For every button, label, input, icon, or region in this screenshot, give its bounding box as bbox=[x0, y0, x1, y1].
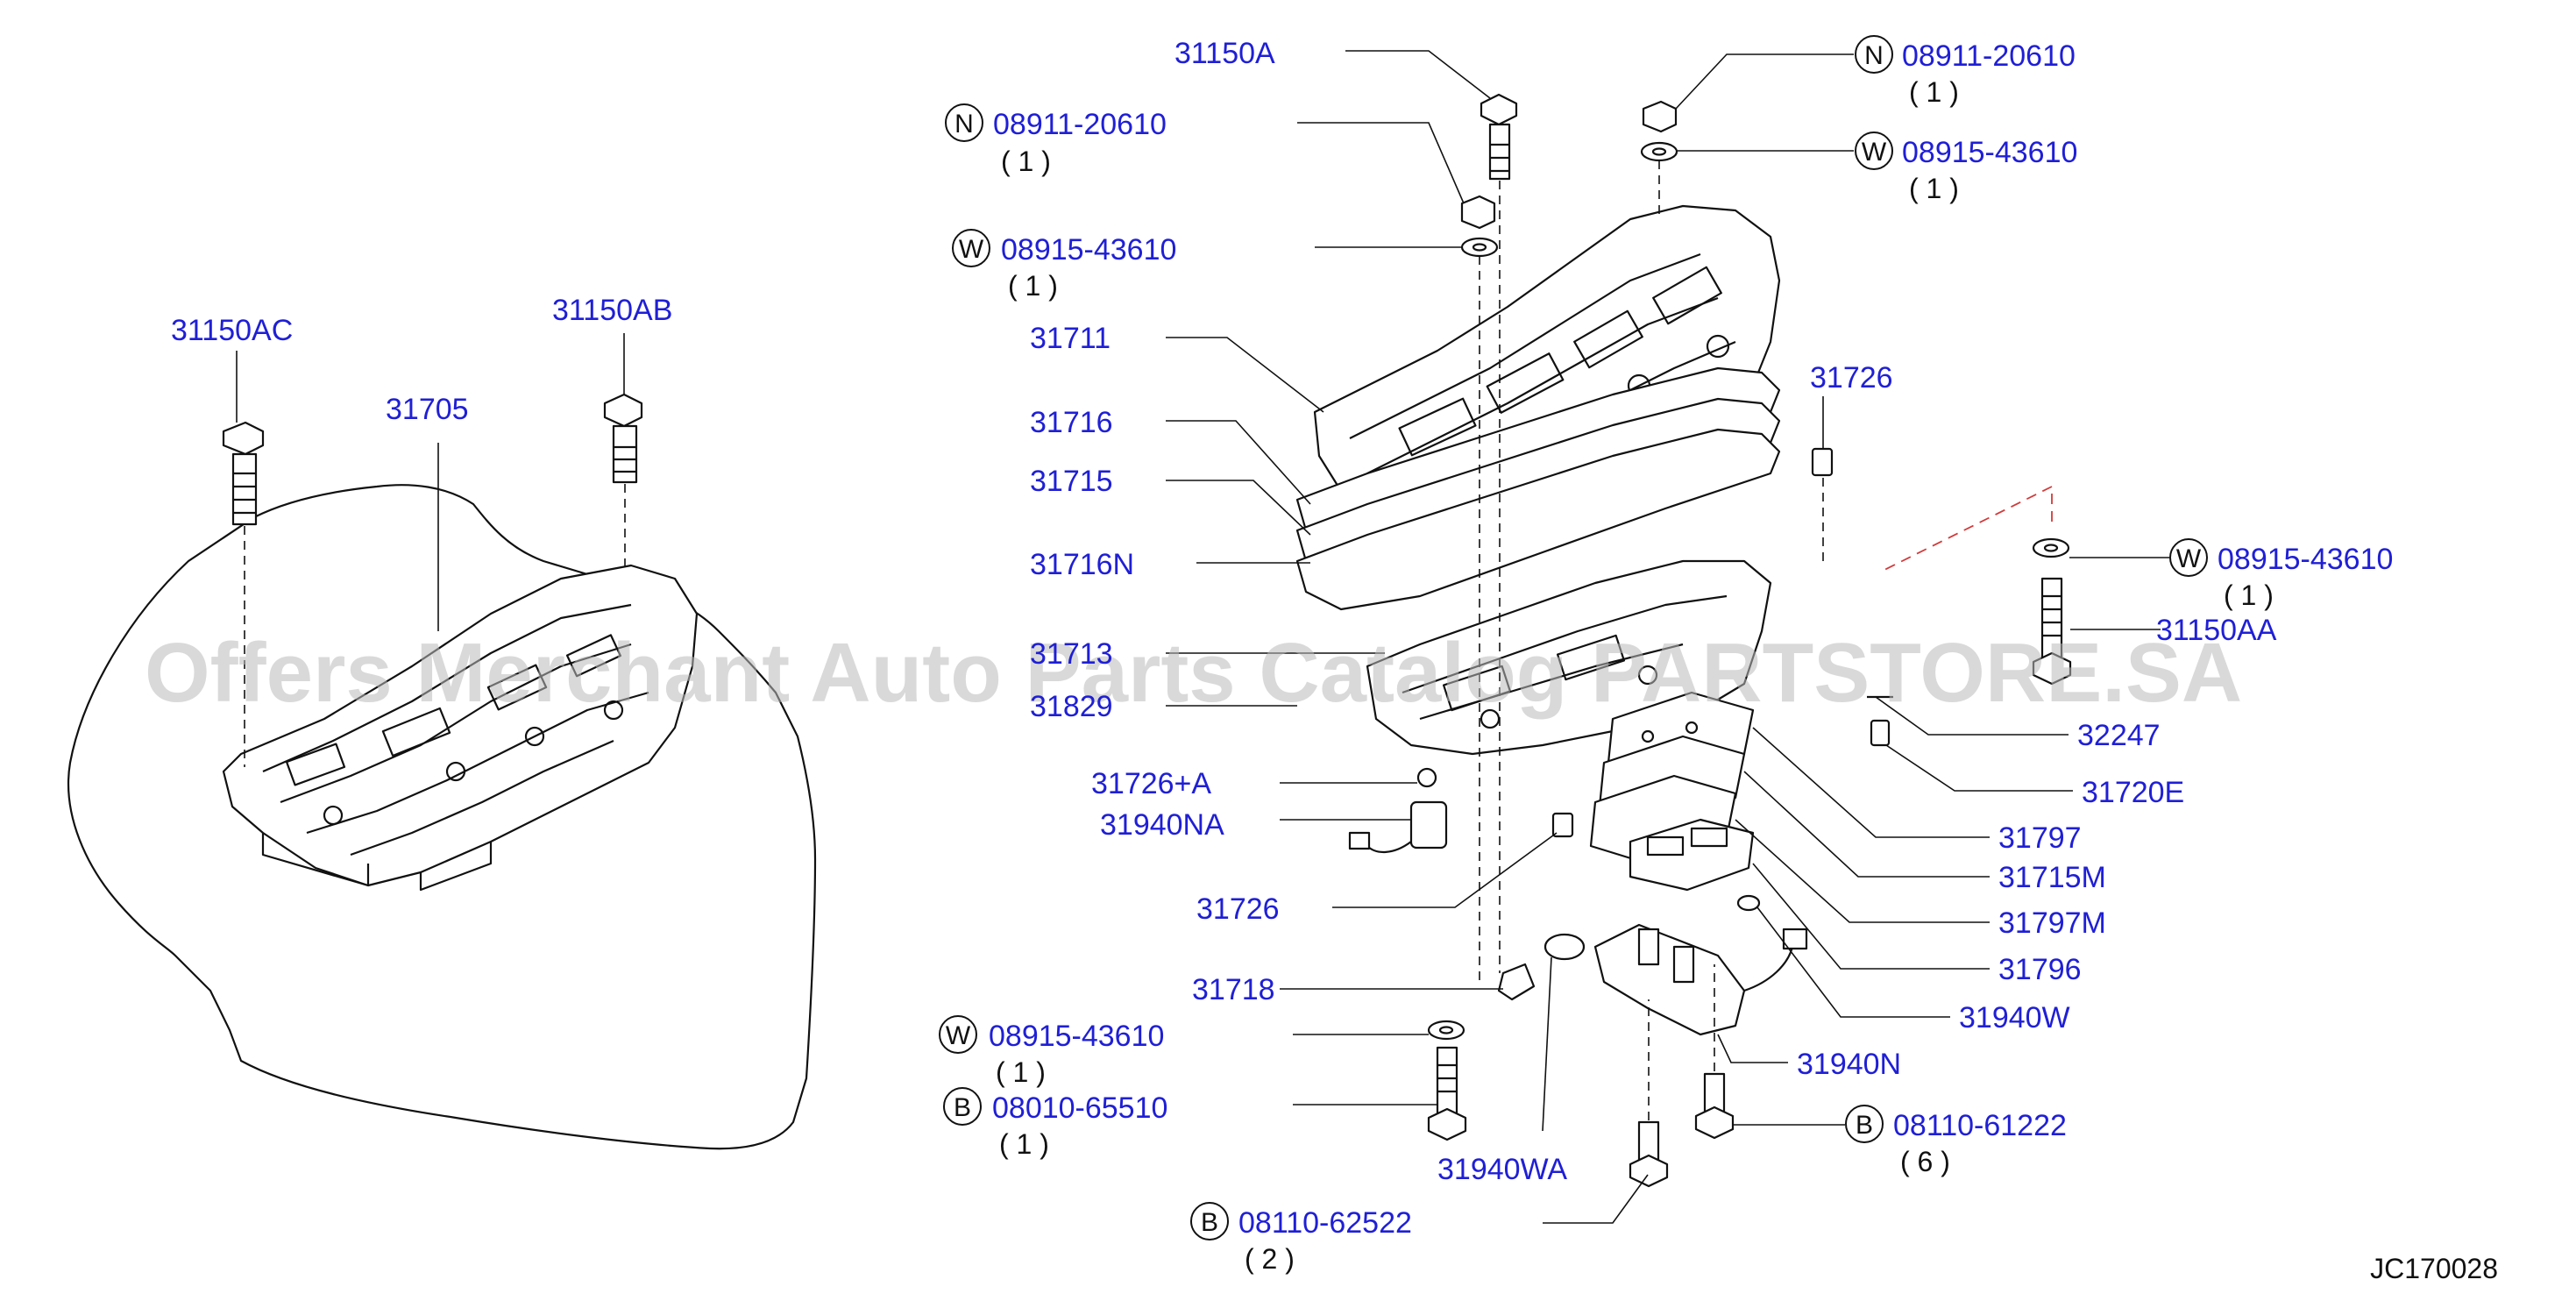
part-labels: 31150AC 31150AB 31705 31150A 31711 31716… bbox=[171, 37, 2277, 1186]
label-31716: 31716 bbox=[1030, 406, 1113, 439]
label-31713: 31713 bbox=[1030, 637, 1113, 671]
bolt-b-bottom bbox=[1629, 999, 1669, 1188]
sensor-31940na bbox=[1348, 767, 1448, 853]
callout-w-top-left: W 08915-43610 ( 1 ) bbox=[952, 229, 1176, 302]
qty: ( 1 ) bbox=[999, 1128, 1049, 1160]
callout-n-top-left: N 08911-20610 ( 1 ) bbox=[945, 103, 1167, 177]
oring-31940w bbox=[1736, 894, 1761, 912]
label-31711: 31711 bbox=[1030, 322, 1111, 355]
washer-w-top-right bbox=[1640, 141, 1678, 219]
strainer-31940wa bbox=[1542, 933, 1586, 1132]
callout-w-bottom-left: W 08915-43610 ( 1 ) bbox=[939, 1015, 1164, 1088]
code: 08110-62522 bbox=[1238, 1206, 1412, 1240]
qty: ( 6 ) bbox=[1900, 1146, 1950, 1177]
qty: ( 1 ) bbox=[1909, 76, 1959, 108]
label-31726-a: 31726+A bbox=[1091, 767, 1211, 800]
code: 08915-43610 bbox=[2218, 543, 2393, 576]
callout-b-bottom-right: B 08110-61222 ( 6 ) bbox=[1845, 1105, 2067, 1177]
control-valve-assembly-31705 bbox=[222, 564, 699, 892]
block-31796 bbox=[1629, 818, 1755, 892]
callout-w-top-right: W 08915-43610 ( 1 ) bbox=[1855, 132, 2077, 204]
label-31705: 31705 bbox=[386, 393, 469, 426]
label-31150ac: 31150AC bbox=[171, 314, 293, 347]
callout-w-right: W 08915-43610 ( 1 ) bbox=[2169, 538, 2393, 611]
label-32247: 32247 bbox=[2077, 719, 2161, 752]
label-31940wa: 31940WA bbox=[1437, 1153, 1567, 1186]
connector-31726-right bbox=[1811, 447, 1834, 561]
label-31829: 31829 bbox=[1030, 690, 1113, 723]
pad-31718 bbox=[1497, 963, 1536, 1001]
solenoid-assembly-31940n bbox=[1593, 923, 1808, 1036]
bolt-31150aa bbox=[1884, 485, 2072, 686]
callout-n-top-right: N 08911-20610 ( 1 ) bbox=[1855, 35, 2076, 108]
qty: ( 1 ) bbox=[1001, 146, 1051, 177]
label-31797: 31797 bbox=[1998, 821, 2082, 855]
washer-w-bottom-left bbox=[1427, 1020, 1465, 1041]
code: 08915-43610 bbox=[1902, 136, 2077, 169]
label-31150a: 31150A bbox=[1174, 37, 1275, 70]
circle-letter: N bbox=[954, 110, 974, 139]
code: 08010-65510 bbox=[992, 1091, 1167, 1125]
diagram-code: JC170028 bbox=[2370, 1253, 2498, 1284]
label-31715: 31715 bbox=[1030, 465, 1113, 498]
bolt-b-bottom-right bbox=[1694, 964, 1735, 1140]
nut-n-top-right bbox=[1642, 100, 1678, 133]
label-31718: 31718 bbox=[1192, 973, 1275, 1006]
bolt-31150ab bbox=[603, 393, 643, 570]
label-31797m: 31797M bbox=[1998, 906, 2106, 940]
qty: ( 1 ) bbox=[2224, 579, 2274, 611]
bolt-b-bottom-left bbox=[1427, 1046, 1467, 1141]
label-31716n: 31716N bbox=[1030, 548, 1134, 581]
washer-w-top-left bbox=[1460, 237, 1499, 982]
code: 08915-43610 bbox=[989, 1020, 1164, 1053]
leader-lines bbox=[236, 50, 2169, 1224]
callout-b-bottom-left: B 08010-65510 ( 1 ) bbox=[943, 1087, 1167, 1160]
nut-n-top-left bbox=[1460, 195, 1496, 230]
qty: ( 1 ) bbox=[1008, 270, 1058, 302]
watermark: Offers Merchant Auto Parts Catalog PARTS… bbox=[145, 626, 2242, 720]
circle-letter: B bbox=[954, 1093, 971, 1122]
connector-31726-left bbox=[1551, 812, 1574, 838]
label-31940n: 31940N bbox=[1797, 1048, 1901, 1081]
circle-letter: W bbox=[1862, 138, 1887, 167]
fastener-callouts: N 08911-20610 ( 1 ) W 08915-43610 ( 1 ) … bbox=[939, 35, 2393, 1275]
label-31796: 31796 bbox=[1998, 953, 2082, 986]
separator-gasket-31716n bbox=[1295, 428, 1781, 611]
transmission-housing-outline bbox=[67, 484, 817, 1150]
washer-w-right bbox=[2032, 537, 2070, 558]
circle-letter: B bbox=[1856, 1111, 1873, 1140]
code: 08110-61222 bbox=[1893, 1109, 2067, 1142]
code: 08915-43610 bbox=[1001, 233, 1176, 267]
label-31720e: 31720E bbox=[2082, 776, 2184, 809]
circle-letter: B bbox=[1201, 1208, 1218, 1237]
circle-letter: N bbox=[1864, 41, 1884, 70]
code: 08911-20610 bbox=[1902, 39, 2076, 73]
circle-letter: W bbox=[2176, 544, 2202, 573]
bolt-31150a bbox=[1480, 93, 1518, 973]
qty: ( 1 ) bbox=[996, 1056, 1046, 1088]
label-31940na: 31940NA bbox=[1100, 808, 1224, 842]
label-31150ab: 31150AB bbox=[552, 294, 672, 327]
clip-31720e bbox=[1870, 719, 1891, 747]
circle-letter: W bbox=[946, 1021, 971, 1050]
circle-letter: W bbox=[959, 235, 984, 264]
label-31715m: 31715M bbox=[1998, 861, 2106, 894]
code: 08911-20610 bbox=[993, 108, 1167, 141]
qty: ( 1 ) bbox=[1909, 173, 1959, 204]
bolt-31150ac bbox=[222, 421, 265, 767]
label-31150aa: 31150AA bbox=[2156, 614, 2277, 647]
qty: ( 2 ) bbox=[1245, 1243, 1295, 1275]
label-31726-right: 31726 bbox=[1810, 361, 1893, 395]
callout-b-bottom: B 08110-62522 ( 2 ) bbox=[1190, 1202, 1412, 1275]
label-31726-left: 31726 bbox=[1196, 892, 1280, 926]
label-31940w: 31940W bbox=[1959, 1001, 2070, 1034]
